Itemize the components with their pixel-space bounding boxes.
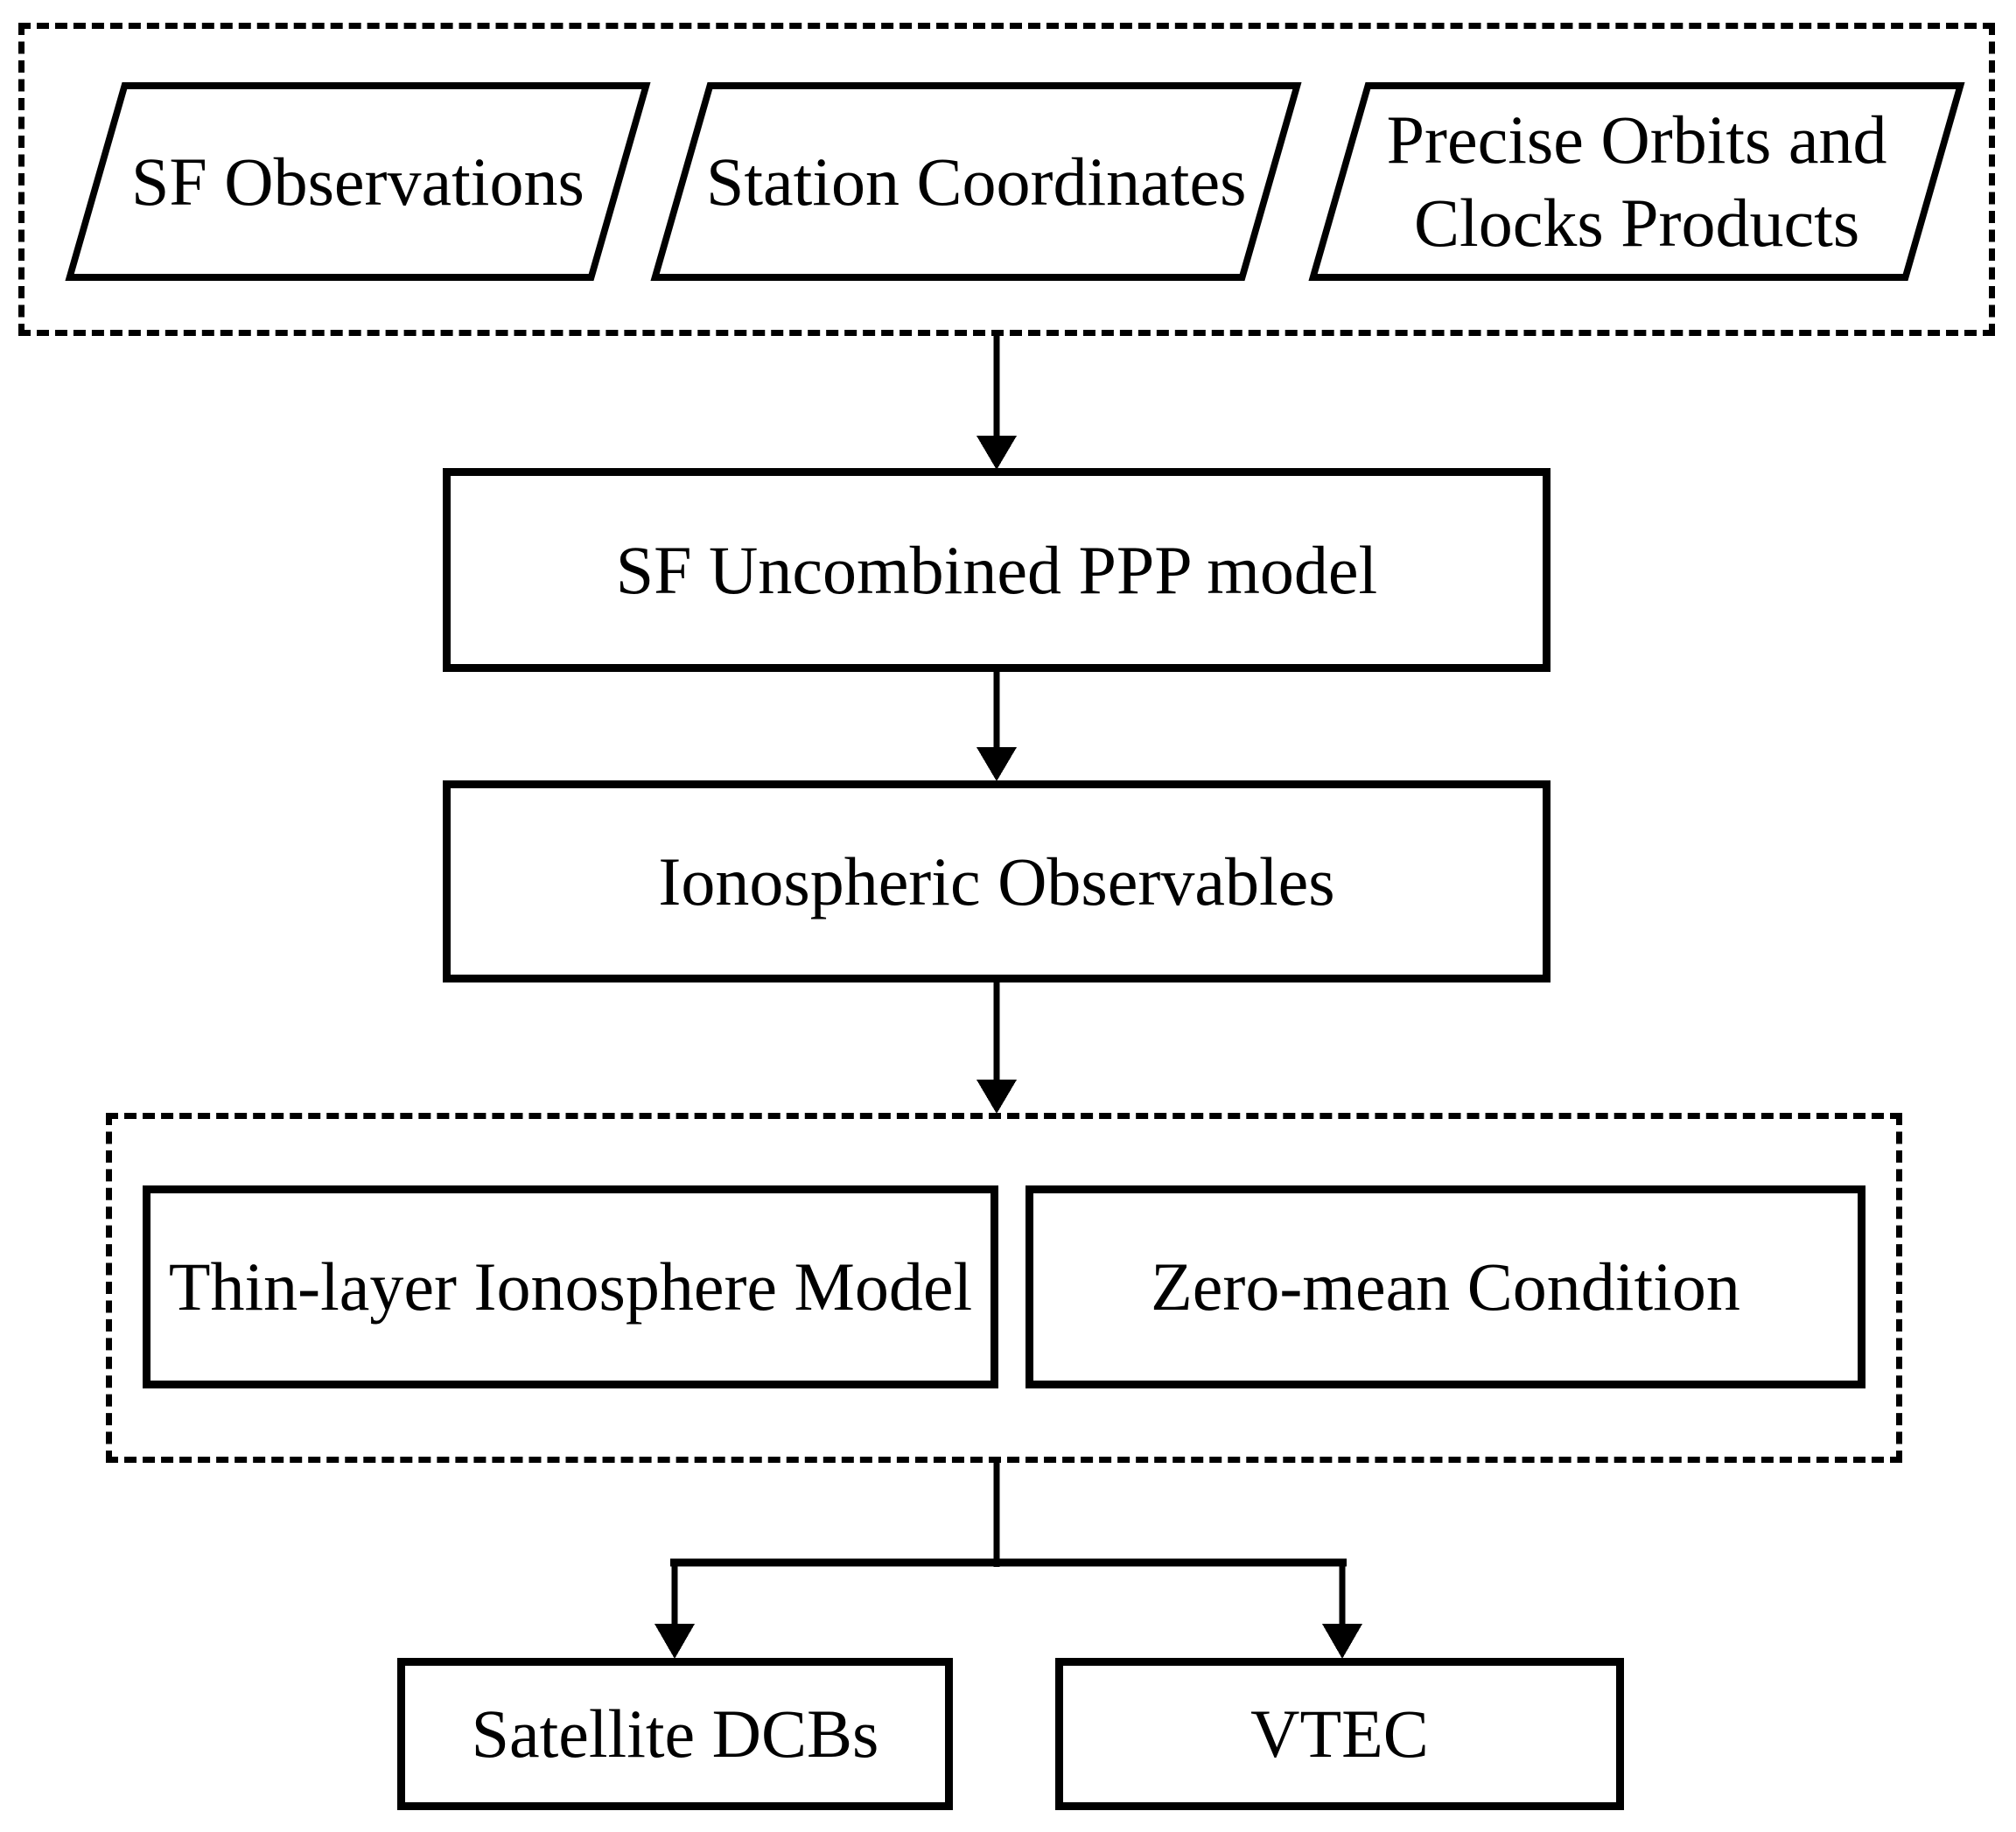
output-node-vtec: VTEC — [1055, 1658, 1624, 1810]
input-node-label: Precise Orbits and Clocks Products — [1386, 101, 1887, 262]
arrow-split-to-dcbs — [654, 1563, 695, 1659]
output-node-label: Satellite DCBs — [471, 1696, 879, 1773]
input-node-sf-observations: SF Observations — [65, 82, 651, 281]
input-node-precise-orbits-clocks: Precise Orbits and Clocks Products — [1308, 82, 1965, 281]
process-node-ionospheric-observables: Ionospheric Observables — [443, 780, 1550, 982]
process-node-sf-uncombined-ppp-model: SF Uncombined PPP model — [443, 468, 1550, 672]
input-node-label: Station Coordinates — [705, 143, 1247, 220]
output-node-satellite-dcbs: Satellite DCBs — [397, 1658, 953, 1810]
constraint-node-label: Zero-mean Condition — [1151, 1248, 1740, 1325]
constraint-node-label: Thin-layer Ionosphere Model — [168, 1248, 973, 1325]
connector-constraints-split — [670, 1463, 1347, 1567]
constraint-node-thin-layer-ionosphere-model: Thin-layer Ionosphere Model — [143, 1185, 998, 1388]
output-node-label: VTEC — [1250, 1696, 1429, 1773]
arrow-iono-to-constraints — [976, 982, 1017, 1114]
arrow-ppp-to-iono — [976, 672, 1017, 781]
constraint-node-zero-mean-condition: Zero-mean Condition — [1026, 1185, 1866, 1388]
inputs-group-container — [18, 23, 1995, 336]
constraints-group-container — [106, 1113, 1902, 1463]
input-node-station-coordinates: Station Coordinates — [650, 82, 1302, 281]
process-node-label: SF Uncombined PPP model — [615, 531, 1378, 608]
arrow-split-to-vtec — [1322, 1563, 1362, 1659]
input-node-label: SF Observations — [131, 143, 584, 220]
process-node-label: Ionospheric Observables — [658, 843, 1335, 919]
arrow-inputs-to-ppp — [976, 336, 1017, 470]
